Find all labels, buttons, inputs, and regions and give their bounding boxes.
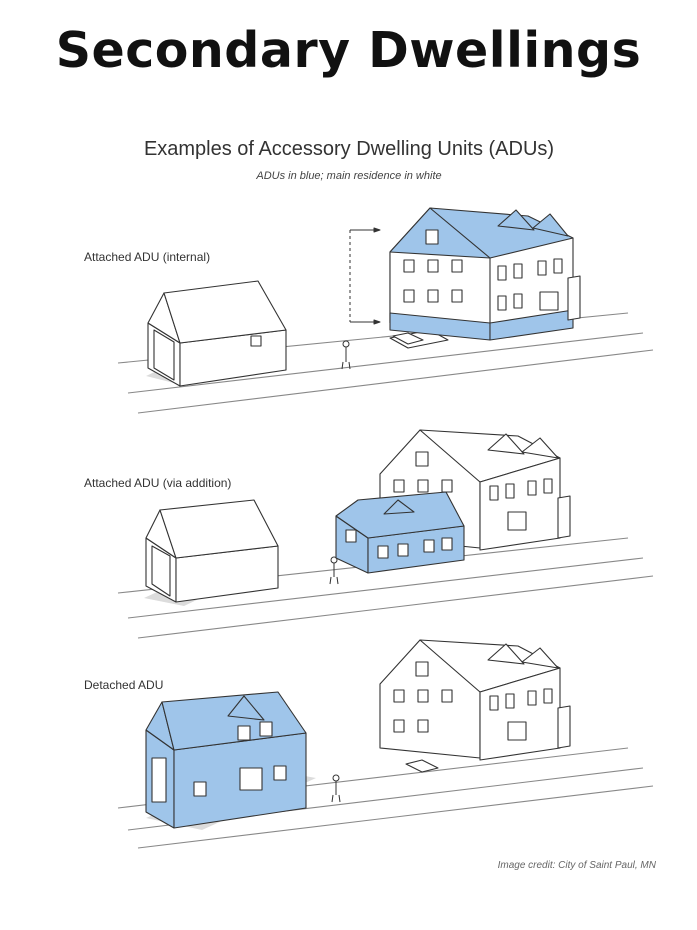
scene-attached-internal (117, 207, 654, 414)
page-title: Secondary Dwellings (55, 22, 642, 79)
height-marker (349, 227, 381, 325)
adu-addition (335, 491, 465, 574)
adu-illustration: Examples of Accessory Dwelling Units (AD… (28, 118, 670, 918)
label-attached-addition: Attached ADU (via addition) (84, 476, 232, 490)
garage-1 (147, 280, 287, 387)
person-3 (331, 774, 341, 803)
garage-2 (145, 499, 279, 603)
label-attached-internal: Attached ADU (internal) (84, 250, 211, 264)
main-house-2 (379, 429, 571, 551)
figure-title: Examples of Accessory Dwelling Units (AD… (143, 138, 555, 160)
label-detached: Detached ADU (84, 678, 164, 692)
image-credit: Image credit: City of Saint Paul, MN (497, 860, 656, 871)
main-house-3 (379, 639, 571, 773)
figure-subtitle: ADUs in blue; main residence in white (256, 170, 442, 182)
houses-drawing (117, 207, 654, 849)
person-2 (329, 556, 339, 585)
main-house-1 (389, 207, 581, 345)
adu-detached (145, 691, 307, 829)
person-1 (341, 340, 351, 370)
scene-detached (117, 639, 654, 849)
scene-attached-addition (117, 429, 654, 639)
